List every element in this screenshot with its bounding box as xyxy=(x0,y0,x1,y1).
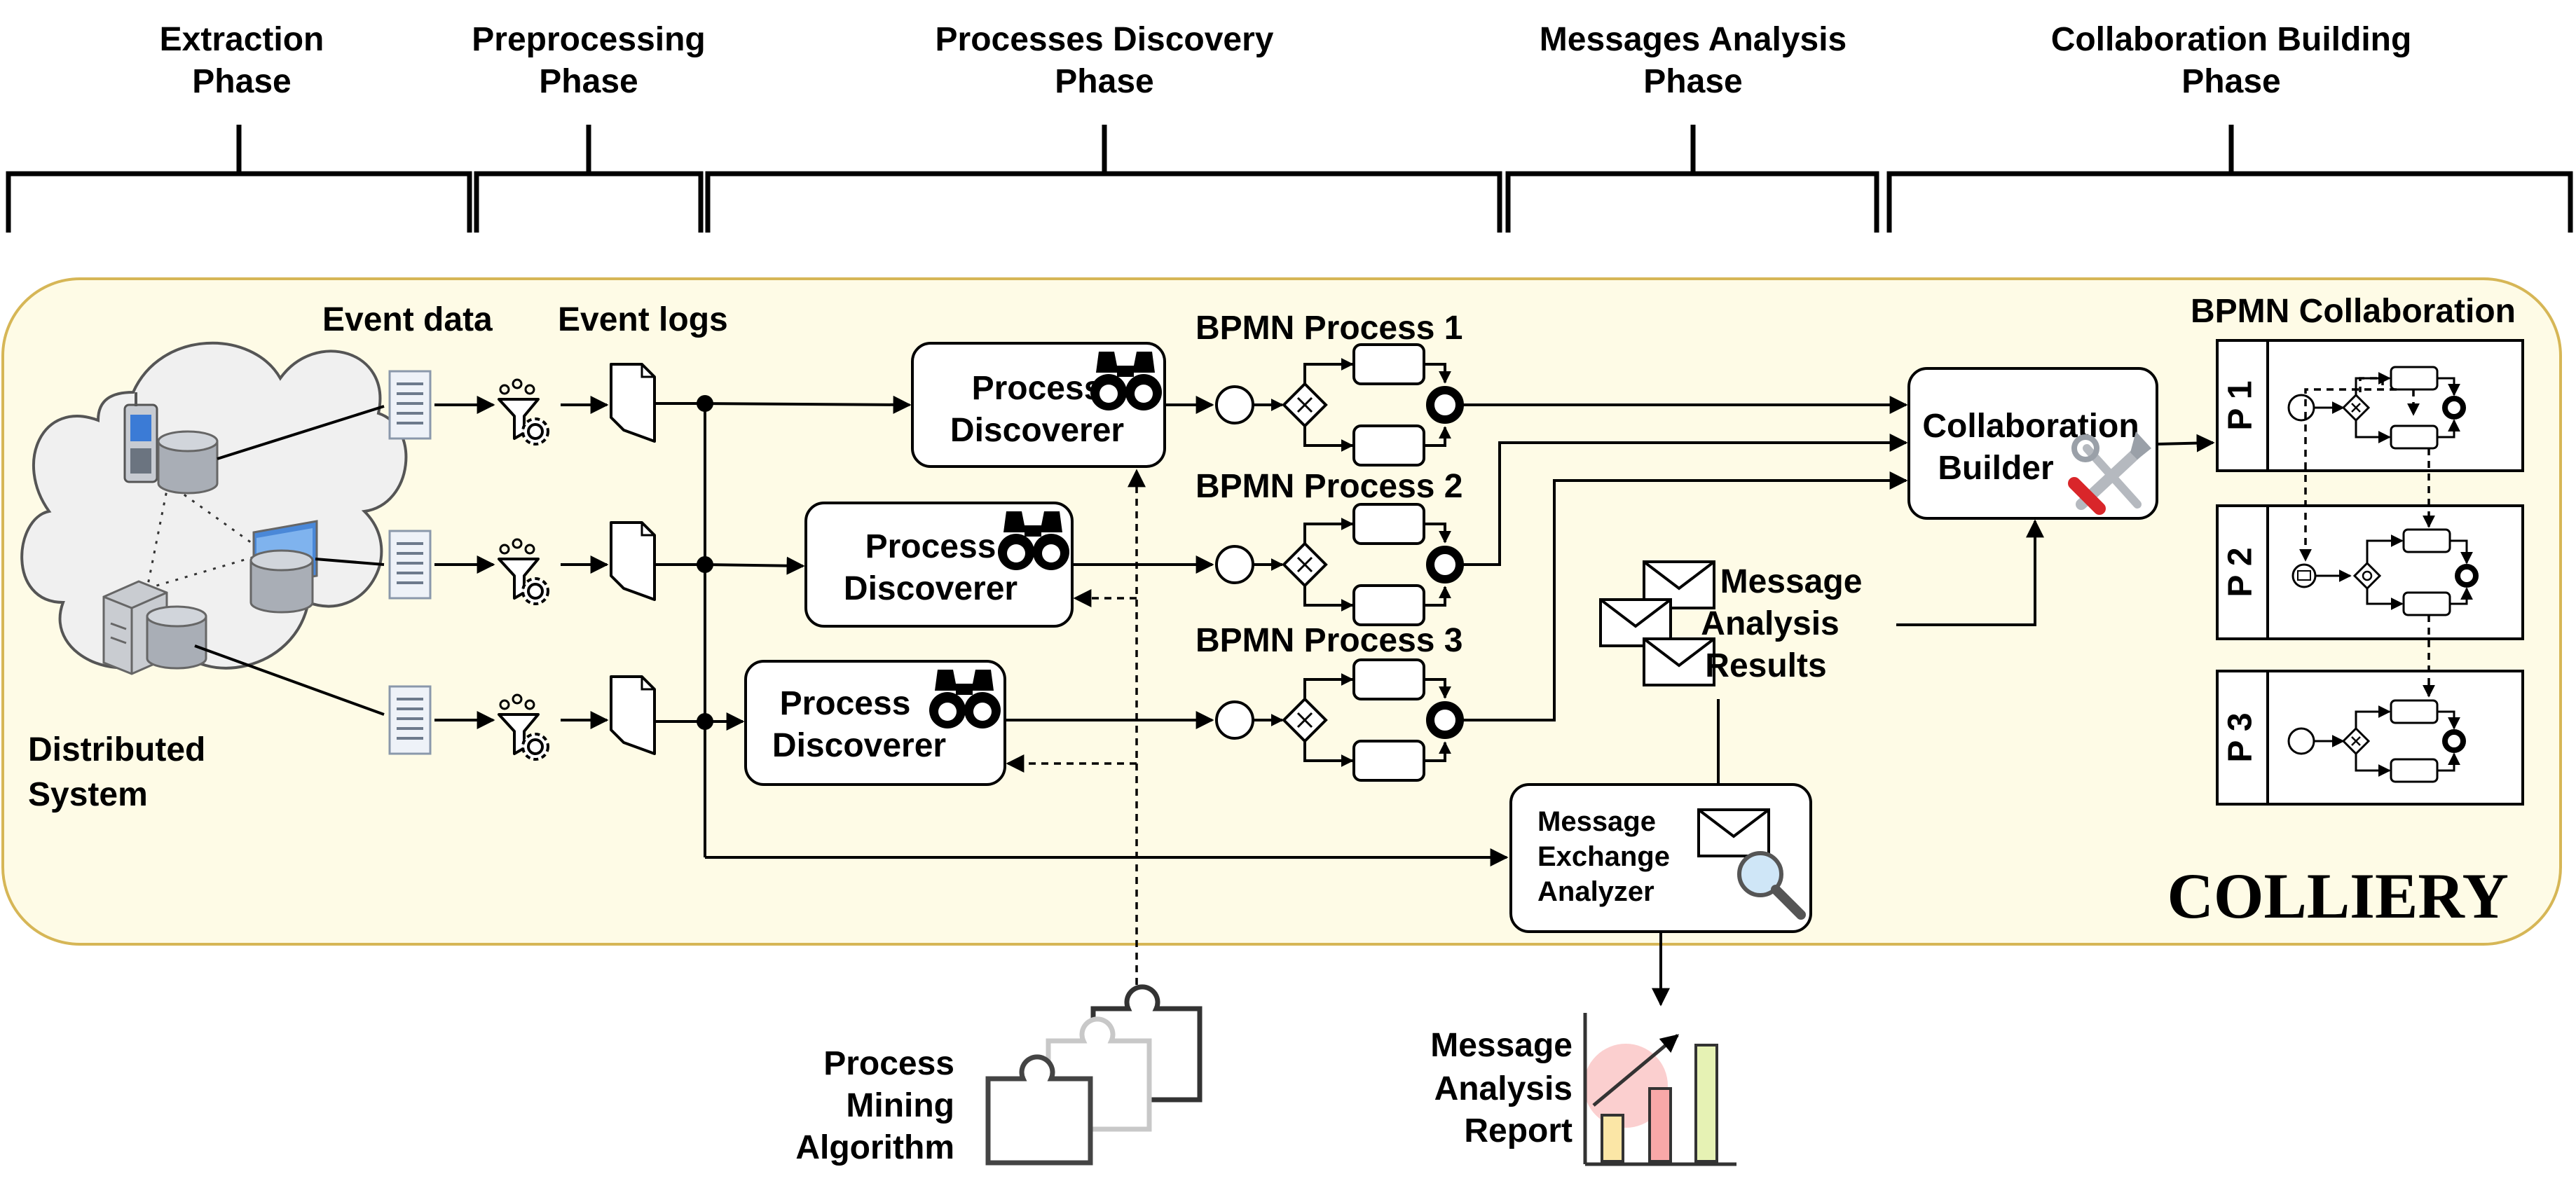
message-analysis-results: Message Analysis Results xyxy=(1599,560,1863,686)
process-discoverer-3: Process Discoverer xyxy=(744,660,1006,786)
phase-collaboration-building: Collaboration Building Phase xyxy=(1886,21,2573,233)
puzzle-icon xyxy=(985,984,1203,1166)
phase-process-discovery: Processes Discovery Phase xyxy=(705,21,1502,233)
arrow-results-to-builder xyxy=(1896,519,2044,626)
phase-messages-bracket xyxy=(1505,125,1879,233)
event-data-label: Event data xyxy=(322,301,493,338)
process-discoverer-2: Process Discoverer xyxy=(804,502,1074,628)
phase-discovery-subtitle: Phase xyxy=(1055,63,1153,100)
message-analysis-report: Message Analysis Report xyxy=(1430,1013,1736,1166)
phase-preprocessing-subtitle: Phase xyxy=(539,63,638,100)
source-link-3 xyxy=(194,644,385,716)
pool-1-label: P 1 xyxy=(2222,380,2259,430)
event-data-document-icon xyxy=(388,530,432,600)
phase-extraction-subtitle: Phase xyxy=(192,63,291,100)
phase-collaboration-bracket xyxy=(1886,125,2573,233)
phase-discovery-bracket xyxy=(705,125,1502,233)
bpmn-collaboration-label: BPMN Collaboration xyxy=(2191,293,2516,330)
phase-preprocessing-title: Preprocessing xyxy=(472,21,705,58)
collaboration-builder-line2: Builder xyxy=(1938,450,2053,487)
phase-discovery-title: Processes Discovery xyxy=(936,21,1274,58)
message-exchange-analyzer: Message Exchange Analyzer xyxy=(1509,783,1812,933)
process-mining-algorithm-line2: Mining xyxy=(846,1087,954,1124)
colliery-title: COLLIERY xyxy=(2167,860,2509,932)
phase-extraction-title: Extraction xyxy=(160,21,324,58)
phase-preprocessing-bracket xyxy=(474,125,704,233)
process-discoverer-1-line1: Process xyxy=(972,370,1103,407)
message-analysis-results-line3: Results xyxy=(1705,647,1826,684)
source-link-2 xyxy=(315,558,385,566)
database-icon xyxy=(157,430,219,495)
event-data-document-icon xyxy=(388,370,432,440)
arrow-builder-to-collaboration xyxy=(2156,434,2215,453)
database-icon xyxy=(249,549,314,614)
phase-messages-analysis: Messages Analysis Phase xyxy=(1505,21,1879,233)
bpmn-process-2-label: BPMN Process 2 xyxy=(1195,468,1463,505)
message-exchange-analyzer-line1: Message xyxy=(1537,806,1656,837)
process-mining-algorithm-line3: Algorithm xyxy=(795,1129,954,1166)
message-analysis-results-line1: Message xyxy=(1720,563,1863,600)
bpmn-process-3-label: BPMN Process 3 xyxy=(1195,622,1463,659)
envelope-icon xyxy=(1643,637,1715,686)
distributed-system-cloud xyxy=(20,341,408,675)
collaboration-builder-line1: Collaboration xyxy=(1922,408,2139,445)
database-icon xyxy=(146,605,207,670)
source-link-1 xyxy=(217,405,385,460)
bpmn-process-1-label: BPMN Process 1 xyxy=(1195,310,1463,347)
bpmn-collaboration-diagram: P 1 P 2 P 3 xyxy=(2216,339,2524,806)
envelope-icon xyxy=(1697,808,1770,857)
process-discoverer-1-line2: Discoverer xyxy=(950,412,1124,449)
arrow-bpmn3-to-builder xyxy=(1461,471,1908,721)
distributed-system-label-line2: System xyxy=(28,776,148,813)
tools-icon xyxy=(2068,431,2151,515)
algorithm-links xyxy=(1006,469,1146,985)
process-discoverer-2-line2: Discoverer xyxy=(844,570,1018,607)
phone-icon xyxy=(123,392,158,483)
magnifier-icon xyxy=(1737,851,1806,920)
pool-3-label: P 3 xyxy=(2222,712,2259,762)
event-logs-label: Event logs xyxy=(558,301,728,338)
pool-2-label: P 2 xyxy=(2222,547,2259,597)
process-discoverer-3-line2: Discoverer xyxy=(772,727,946,764)
message-exchange-analyzer-line2: Exchange xyxy=(1537,841,1670,872)
message-analysis-results-line2: Analysis xyxy=(1701,605,1839,642)
phase-messages-subtitle: Phase xyxy=(1643,63,1742,100)
collaboration-builder: Collaboration Builder xyxy=(1907,367,2158,520)
phase-collaboration-title: Collaboration Building xyxy=(2051,21,2412,58)
phase-preprocessing: Preprocessing Phase xyxy=(472,21,706,233)
phase-extraction: Extraction Phase xyxy=(6,21,472,233)
message-exchange-analyzer-line3: Analyzer xyxy=(1537,876,1654,907)
event-data-document-icon xyxy=(388,685,432,755)
distributed-system-label-line1: Distributed xyxy=(28,731,205,768)
phase-extraction-bracket xyxy=(6,125,472,233)
process-mining-algorithm-line1: Process xyxy=(823,1045,954,1082)
bar-chart-icon xyxy=(1583,1013,1736,1166)
phase-messages-title: Messages Analysis xyxy=(1540,21,1847,58)
arrow-bpmn2-to-builder xyxy=(1461,434,1908,566)
process-discoverer-3-line1: Process xyxy=(780,685,911,722)
message-analysis-report-line3: Report xyxy=(1464,1112,1573,1149)
log-distribution-lines xyxy=(655,395,1509,866)
process-discoverer-1: Process Discoverer xyxy=(911,342,1166,468)
colliery-panel xyxy=(1,277,2562,946)
message-analysis-report-line1: Message xyxy=(1430,1027,1573,1064)
phase-collaboration-subtitle: Phase xyxy=(2181,63,2280,100)
process-discoverer-2-line1: Process xyxy=(865,528,996,565)
message-analysis-report-line2: Analysis xyxy=(1434,1070,1573,1107)
process-mining-algorithm: Process Mining Algorithm xyxy=(795,984,1203,1166)
